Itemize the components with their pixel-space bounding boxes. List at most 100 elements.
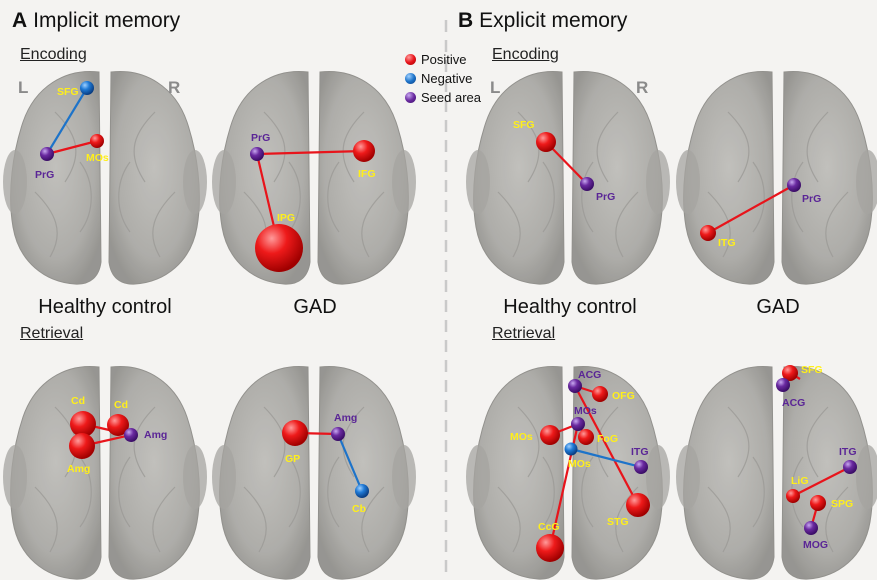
legend-item-seed: Seed area xyxy=(405,88,481,107)
node-positive xyxy=(90,134,104,148)
network-b-ret-hc: ACG OFG MOs MOs FoG MOs ITG STG CcG xyxy=(510,369,650,562)
positive-dot-icon xyxy=(405,54,416,65)
node-seed xyxy=(331,427,345,441)
condition-hc-b: Healthy control xyxy=(503,296,637,318)
left-marker: L xyxy=(490,78,501,97)
node-seed xyxy=(568,379,582,393)
region-label: PrG xyxy=(35,169,54,181)
legend: Positive Negative Seed area xyxy=(405,50,481,107)
region-label: SFG xyxy=(801,364,823,376)
right-marker: R xyxy=(636,78,649,97)
region-label: MOs xyxy=(574,405,597,417)
brain-a-ret-hc xyxy=(2,365,208,580)
region-label: IPG xyxy=(277,212,295,224)
network-a-enc-gad: PrG IFG IPG xyxy=(250,132,376,272)
network-b-enc-hc: SFG PrG xyxy=(513,119,615,203)
brain-b-enc-gad xyxy=(675,70,877,285)
region-label: MOs xyxy=(568,458,591,470)
condition-hc-a: Healthy control xyxy=(38,296,172,318)
region-label: FoG xyxy=(597,433,618,445)
region-label: CcG xyxy=(538,521,560,533)
node-positive xyxy=(353,140,375,162)
region-label: OFG xyxy=(612,390,635,402)
region-label: SFG xyxy=(57,86,79,98)
region-label: Cd xyxy=(114,399,128,411)
node-positive xyxy=(536,534,564,562)
node-seed xyxy=(634,460,648,474)
left-marker: L xyxy=(18,78,29,97)
node-seed xyxy=(124,428,138,442)
network-b-enc-gad: PrG ITG xyxy=(700,178,821,249)
edge xyxy=(46,139,98,156)
edge xyxy=(792,466,851,497)
region-label: Amg xyxy=(67,463,90,475)
node-positive xyxy=(578,429,594,445)
node-negative xyxy=(80,81,94,95)
node-seed xyxy=(804,521,818,535)
condition-gad-b: GAD xyxy=(756,296,800,318)
edge xyxy=(574,385,639,506)
node-positive xyxy=(700,225,716,241)
panel-a-title-text: Implicit memory xyxy=(33,9,181,32)
node-seed xyxy=(250,147,264,161)
edge xyxy=(336,433,364,492)
node-positive xyxy=(70,411,96,437)
region-label: Cd xyxy=(71,395,85,407)
node-positive xyxy=(810,495,826,511)
node-seed xyxy=(787,178,801,192)
node-negative xyxy=(355,484,369,498)
region-label: PrG xyxy=(596,191,615,203)
region-label: Cb xyxy=(352,503,366,515)
condition-gad-a: GAD xyxy=(293,296,337,318)
node-seed xyxy=(843,460,857,474)
region-label: IFG xyxy=(358,168,376,180)
negative-dot-icon xyxy=(405,73,416,84)
brain-a-ret-gad xyxy=(211,365,417,580)
region-label: MOs xyxy=(510,431,533,443)
region-label: ITG xyxy=(718,237,736,249)
region-label: PrG xyxy=(802,193,821,205)
region-label: PrG xyxy=(251,132,270,144)
legend-item-positive: Positive xyxy=(405,50,481,69)
edge xyxy=(570,447,642,469)
node-seed xyxy=(776,378,790,392)
node-positive xyxy=(69,433,95,459)
region-label: MOG xyxy=(803,539,828,551)
region-label: Amg xyxy=(144,429,167,441)
panel-a-letter: A xyxy=(12,9,28,32)
network-a-enc-hc: SFG MOs PrG xyxy=(35,81,109,181)
region-label: SPG xyxy=(831,498,853,510)
network-a-ret-hc: Cd Cd Amg Amg xyxy=(67,395,167,475)
region-label: STG xyxy=(607,516,629,528)
network-a-ret-gad: Amg GP Cb xyxy=(282,412,369,515)
node-positive xyxy=(592,386,608,402)
node-positive xyxy=(540,425,560,445)
legend-label: Seed area xyxy=(421,90,481,105)
node-seed xyxy=(40,147,54,161)
edge xyxy=(256,149,365,156)
brain-b-enc-hc xyxy=(465,70,671,285)
region-label: ITG xyxy=(631,446,649,458)
node-positive xyxy=(782,365,798,381)
legend-label: Positive xyxy=(421,52,467,67)
seed-dot-icon xyxy=(405,92,416,103)
region-label: SFG xyxy=(513,119,535,131)
node-negative xyxy=(564,442,578,456)
region-label: Amg xyxy=(334,412,357,424)
node-positive xyxy=(626,493,650,517)
region-label: LiG xyxy=(791,475,809,487)
region-label: ITG xyxy=(839,446,857,458)
legend-item-negative: Negative xyxy=(405,69,481,88)
section-retrieval-b: Retrieval xyxy=(492,325,556,342)
edge xyxy=(46,87,88,155)
node-seed xyxy=(571,417,585,431)
node-positive xyxy=(282,420,308,446)
network-b-ret-gad: SFG ACG ITG LiG SPG MOG xyxy=(776,364,857,551)
node-positive xyxy=(536,132,556,152)
region-label: MOs xyxy=(86,152,109,164)
node-positive xyxy=(786,489,800,503)
section-retrieval-a: Retrieval xyxy=(20,325,84,342)
node-positive xyxy=(107,414,129,436)
